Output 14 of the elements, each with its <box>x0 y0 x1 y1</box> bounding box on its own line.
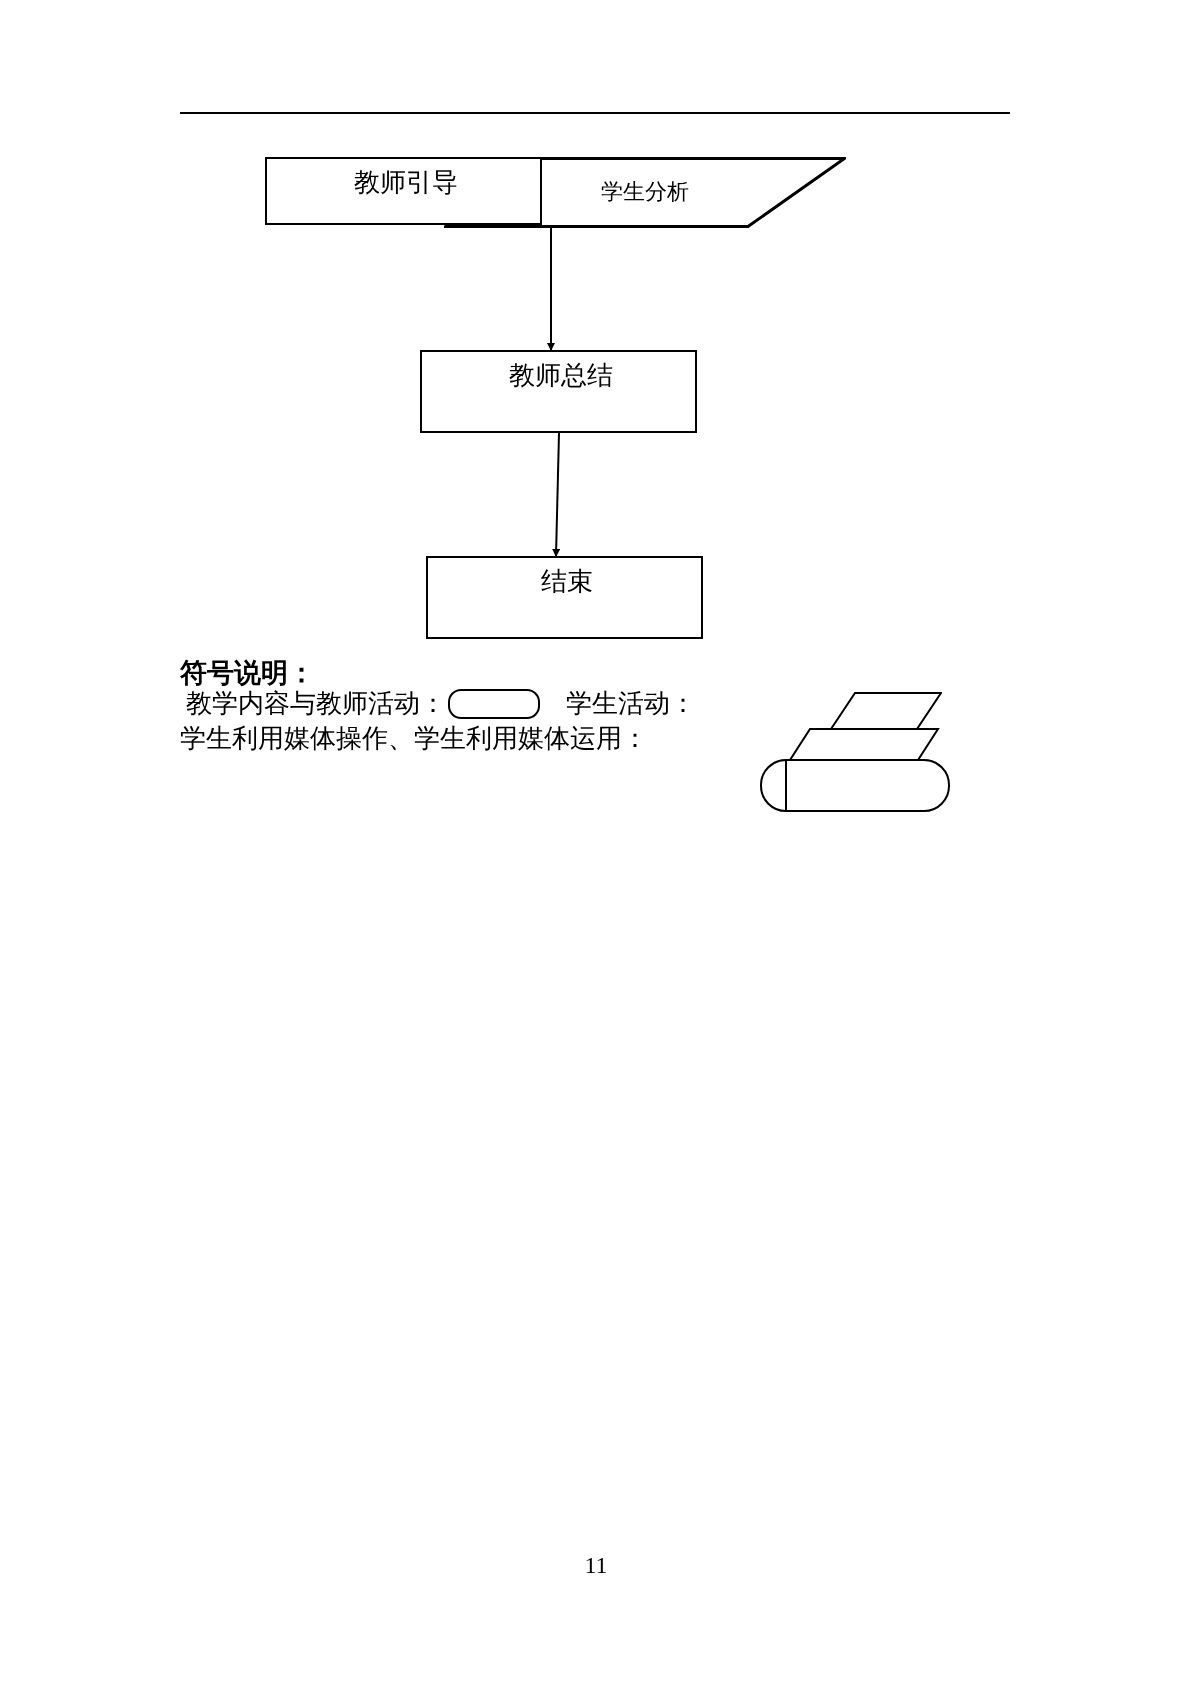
node-text: 教师引导 <box>353 167 458 199</box>
process-box <box>265 157 542 225</box>
node-text: 结束 <box>540 566 593 598</box>
node-text: 教师总结 <box>508 360 613 392</box>
legend-text: 学生活动： <box>566 688 696 720</box>
process-box <box>420 350 697 433</box>
legend-text: 教学内容与教师活动： <box>186 688 446 720</box>
arrow <box>552 432 561 557</box>
node-text: 学生分析 <box>601 178 689 206</box>
arrow <box>547 227 555 351</box>
legend-heading: 符号说明： <box>180 657 315 690</box>
end-box <box>426 556 703 639</box>
page-number: 11 <box>584 1552 608 1579</box>
legend-text: 学生利用媒体操作、学生利用媒体运用： <box>180 723 648 755</box>
